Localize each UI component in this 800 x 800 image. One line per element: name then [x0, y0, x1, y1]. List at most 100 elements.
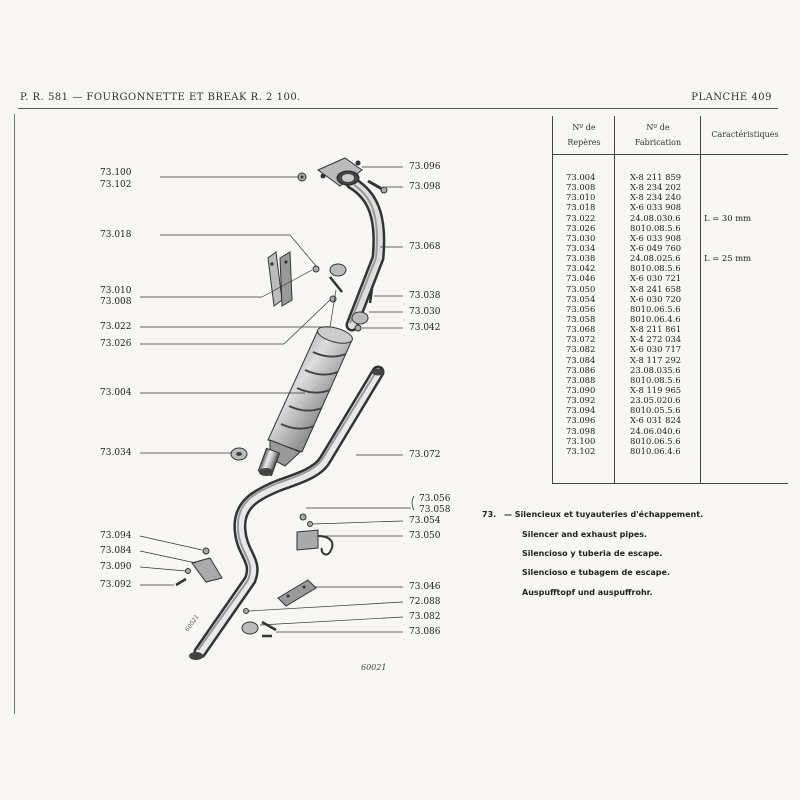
col-header-repere: Nº de Repères: [567, 123, 601, 147]
callout-73100: 73.100: [100, 168, 132, 178]
section-number: 73.: [482, 510, 497, 519]
cell-repere: 73.042: [566, 263, 596, 274]
muffler-73004: [257, 326, 353, 477]
cell-repere: 73.030: [566, 232, 596, 243]
callout-72088: 72.088: [409, 597, 441, 607]
cell-fabrication: X-6 030 717: [630, 344, 682, 355]
header-divider: [18, 108, 778, 109]
hanger-73084: [175, 547, 223, 587]
flange-bolt-73098: [367, 179, 388, 194]
page-header-plate: PLANCHE 409: [691, 92, 772, 103]
table-row: 73.008 X-8 234 202: [552, 182, 788, 192]
table-row: 73.030 X-6 033 908: [552, 233, 788, 243]
callout-73068: 73.068: [409, 242, 441, 252]
strap-73046: [277, 579, 317, 607]
callout-73046: 73.046: [409, 582, 441, 592]
cell-fabrication: X-8 234 240: [630, 192, 682, 203]
cell-fabrication: 8010.08.5.6: [630, 263, 681, 274]
cell-repere: 73.102: [566, 445, 596, 456]
cell-fabrication: 8010.06.5.6: [630, 435, 681, 446]
desc-english: Silencer and exhaust pipes.: [522, 530, 648, 539]
desc-portuguese: Silencioso e tubagem de escape.: [522, 568, 670, 577]
callout-73054: 73.054: [409, 516, 441, 526]
bracket-73018: [267, 251, 293, 307]
callout-73034: 73.034: [100, 448, 132, 458]
table-row: 73.046 X-6 030 721: [552, 273, 788, 283]
front-pipe: [345, 176, 386, 332]
cell-repere: 73.092: [566, 395, 596, 406]
cell-repere: 73.038: [566, 253, 596, 264]
table-row: 73.102 8010.06.4.6: [552, 446, 788, 456]
cell-repere: 73.090: [566, 384, 596, 395]
callout-73090: 73.090: [100, 562, 132, 572]
table-row: 73.050 X-8 241 658: [552, 284, 788, 294]
cell-repere: 73.008: [566, 182, 596, 193]
cell-fabrication: X-6 030 720: [630, 293, 682, 304]
table-row: 73.100 8010.06.5.6: [552, 436, 788, 446]
col-header-fabrication: Nº de Fabrication: [634, 123, 682, 147]
table-row: 73.026 8010.08.5.6: [552, 223, 788, 233]
cell-repere: 73.096: [566, 415, 596, 426]
callout-73056: 73.056: [419, 494, 451, 504]
cell-fabrication: X-8 241 658: [630, 283, 682, 294]
cell-fabrication: X-6 030 721: [630, 273, 682, 284]
desc-german: Auspufftopf und auspuffrohr.: [522, 588, 653, 597]
tail-pipe-73072: 60021: [184, 365, 385, 660]
callout-73008: 73.008: [100, 297, 132, 307]
table-row: 73.042 8010.08.5.6: [552, 263, 788, 273]
cell-fabrication: X-8 211 861: [630, 324, 682, 335]
cell-fabrication: 24.08.030.6: [630, 212, 681, 223]
cell-repere: 73.034: [566, 242, 596, 253]
cell-caracteristique: L = 30 mm: [704, 212, 752, 223]
bracket-brace: [411, 495, 415, 511]
cell-repere: 73.046: [566, 273, 596, 284]
clamp-73010: [312, 263, 347, 277]
callout-73022: 73.022: [100, 322, 132, 332]
cell-repere: 73.050: [566, 283, 596, 294]
callout-73058: 73.058: [419, 505, 451, 515]
callout-73010: 73.010: [100, 286, 132, 296]
callout-73094: 73.094: [100, 531, 132, 541]
cell-repere: 73.094: [566, 405, 596, 416]
cell-fabrication: 8010.08.5.6: [630, 374, 681, 385]
page-header-title: P. R. 581 — FOURGONNETTE ET BREAK R. 2 1…: [20, 92, 301, 103]
cell-repere: 73.056: [566, 303, 596, 314]
cell-repere: 73.022: [566, 212, 596, 223]
table-row: 73.090 X-8 119 965: [552, 385, 788, 395]
callout-73050: 73.050: [409, 531, 441, 541]
cell-repere: 73.026: [566, 222, 596, 233]
cell-fabrication: X-6 033 908: [630, 232, 682, 243]
table-row: 73.092 23.05.020.6: [552, 395, 788, 405]
cell-fabrication: 8010.06.4.6: [630, 445, 681, 456]
screw-73022: [329, 276, 343, 293]
callout-73004: 73.004: [100, 388, 132, 398]
cell-fabrication: X-8 119 965: [630, 384, 682, 395]
svg-text:60021: 60021: [184, 613, 201, 633]
cell-repere: 73.018: [566, 202, 596, 213]
cell-fabrication: X-4 272 034: [630, 334, 682, 345]
callout-73026: 73.026: [100, 339, 132, 349]
callout-73018: 73.018: [100, 230, 132, 240]
callout-73038: 73.038: [409, 291, 441, 301]
cell-fabrication: X-8 234 202: [630, 182, 682, 193]
cell-fabrication: 8010.08.5.6: [630, 222, 681, 233]
cell-caracteristique: L = 25 mm: [704, 253, 752, 264]
cell-repere: 73.084: [566, 354, 596, 365]
cell-repere: 73.086: [566, 364, 596, 375]
cell-fabrication: 23.05.020.6: [630, 395, 681, 406]
cell-repere: 73.100: [566, 435, 596, 446]
